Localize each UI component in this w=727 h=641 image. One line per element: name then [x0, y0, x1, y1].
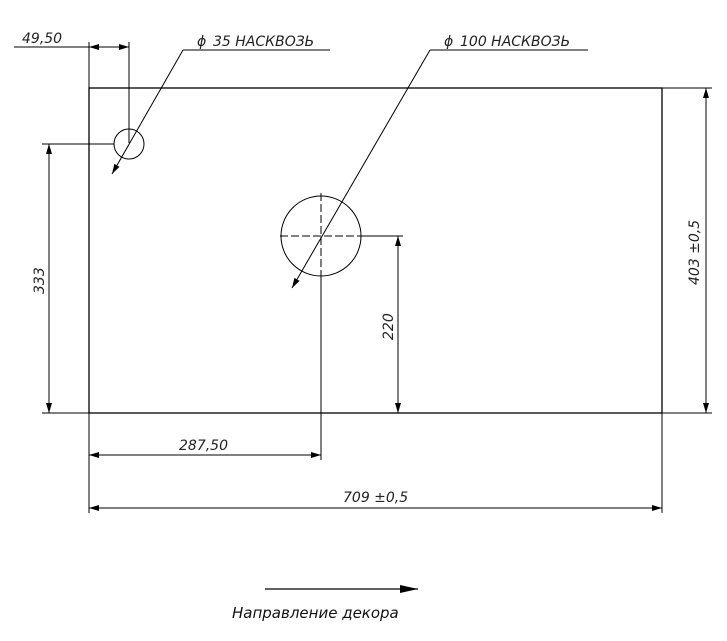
dimension-offset-large-hole: 287,50	[88, 278, 322, 513]
dimension-label-287-50: 287,50	[179, 438, 228, 454]
hole-large-label: ϕ 100 НАСКВОЗЬ	[444, 34, 570, 50]
decor-direction-caption: Направление декора	[232, 604, 399, 622]
dimension-offset-small-hole: 49,50	[14, 31, 130, 143]
dimension-label-403: 403 ±0,5	[687, 220, 703, 285]
dimension-height-large-hole: 220	[362, 235, 403, 413]
diameter-symbol-large: ϕ	[444, 34, 453, 50]
hole-small-label-text: 35 НАСКВОЗЬ	[213, 34, 314, 50]
dimension-total-width: 709 ±0,5	[89, 413, 663, 513]
dimension-label-709: 709 ±0,5	[343, 490, 408, 506]
diameter-symbol-small: ϕ	[197, 34, 206, 50]
dimension-label-333: 333	[32, 267, 48, 294]
hole-large: ϕ 100 НАСКВОЗЬ	[280, 34, 588, 289]
hole-small-label: ϕ 35 НАСКВОЗЬ	[197, 34, 314, 50]
hole-large-label-text: 100 НАСКВОЗЬ	[460, 34, 570, 50]
dimension-total-height: 403 ±0,5	[662, 87, 712, 414]
dimension-label-220: 220	[381, 313, 397, 340]
dimension-label-49-50: 49,50	[22, 31, 62, 47]
panel-outline	[88, 87, 663, 414]
decor-direction: Направление декора	[232, 585, 418, 622]
dimension-height-small-hole: 333	[32, 143, 114, 414]
hole-small: ϕ 35 НАСКВОЗЬ	[111, 34, 330, 175]
